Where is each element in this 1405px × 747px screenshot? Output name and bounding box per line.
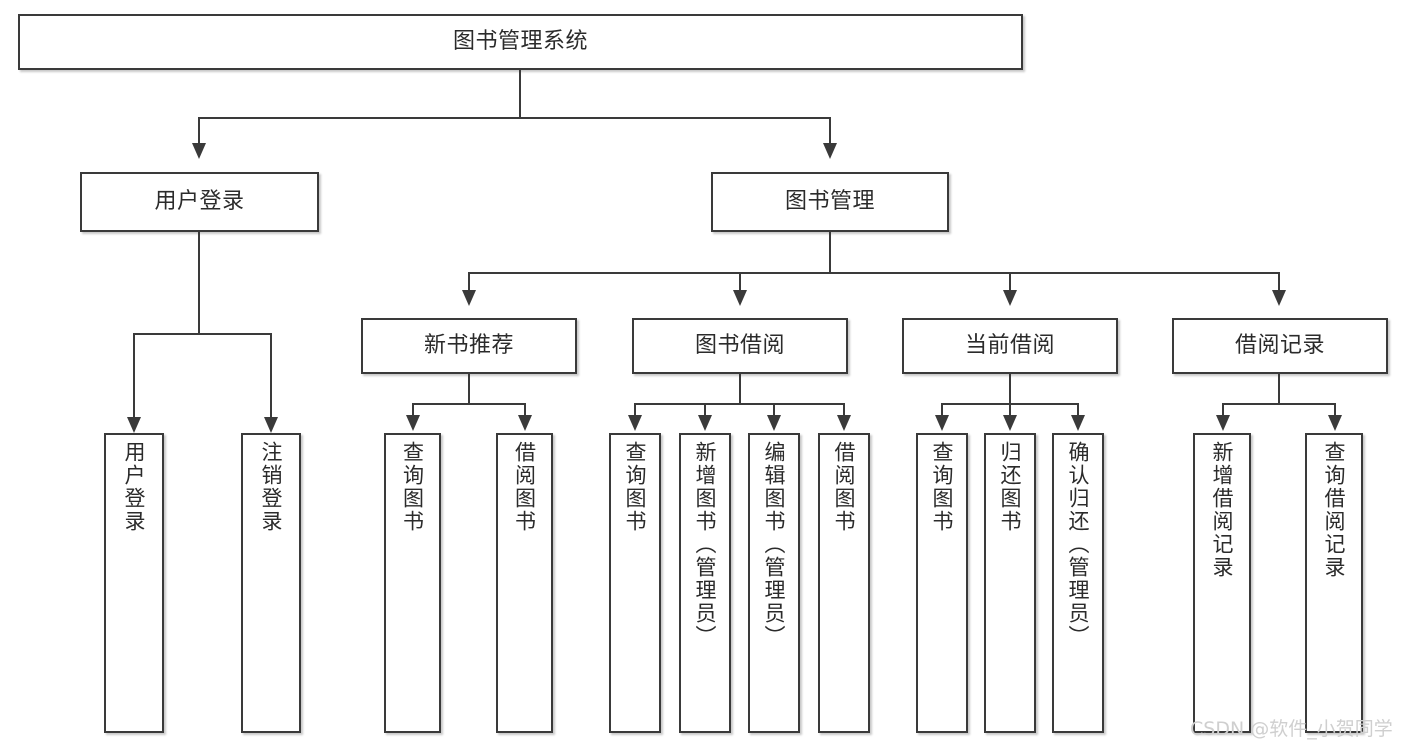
connector-book-management-bus [468, 272, 1279, 274]
leaf-add-book-label: 新增图书（管理员） [693, 441, 718, 648]
node-book-borrow[interactable]: 图书借阅 [632, 318, 848, 374]
node-book-management-label: 图书管理 [784, 189, 875, 215]
arrow-book-borrow-to-edit-book [767, 415, 781, 431]
node-root-book-management-system[interactable]: 图书管理系统 [18, 14, 1023, 70]
leaf-confirm-return[interactable]: 确认归还（管理员） [1052, 433, 1104, 733]
connector-user-login-drop-1 [133, 333, 135, 419]
leaf-edit-book-label: 编辑图书（管理员） [762, 441, 787, 648]
node-current-borrow-label: 当前借阅 [964, 333, 1055, 359]
leaf-borrow-book-borrow[interactable]: 借阅图书 [818, 433, 870, 733]
leaf-return-book[interactable]: 归还图书 [984, 433, 1036, 733]
arrow-book-management-to-book-borrow [733, 290, 747, 306]
connector-borrow-record-bus [1222, 403, 1336, 405]
connector-borrow-record-drop-2 [1334, 403, 1336, 417]
arrow-book-borrow-to-query-book [628, 415, 642, 431]
arrow-root-to-user-login [192, 143, 206, 159]
leaf-user-login[interactable]: 用户登录 [104, 433, 164, 733]
leaf-query-book-new-rec[interactable]: 查询图书 [384, 433, 441, 733]
arrow-book-management-to-new-book-rec [462, 290, 476, 306]
leaf-query-book-current-label: 查询图书 [930, 441, 955, 533]
connector-current-borrow-stem [1009, 374, 1011, 404]
connector-borrow-record-stem [1278, 374, 1280, 404]
connector-book-borrow-drop-2 [704, 403, 706, 417]
connector-book-management-drop-4 [1278, 272, 1280, 292]
arrow-borrow-record-to-query-record [1328, 415, 1342, 431]
connector-root-stem [519, 70, 521, 118]
connector-book-management-drop-3 [1009, 272, 1011, 292]
connector-current-borrow-drop-1 [941, 403, 943, 417]
arrow-user-login-to-leaf-logout [264, 417, 278, 433]
leaf-add-borrow-record[interactable]: 新增借阅记录 [1193, 433, 1251, 733]
connector-user-login-drop-2 [270, 333, 272, 419]
node-book-management[interactable]: 图书管理 [711, 172, 949, 232]
connector-current-borrow-drop-2 [1009, 403, 1011, 417]
leaf-borrow-book-new-rec-label: 借阅图书 [512, 441, 537, 533]
node-new-book-recommend[interactable]: 新书推荐 [361, 318, 577, 374]
arrow-book-borrow-to-add-book [698, 415, 712, 431]
node-current-borrow[interactable]: 当前借阅 [902, 318, 1118, 374]
connector-book-management-drop-1 [468, 272, 470, 292]
leaf-query-book-new-rec-label: 查询图书 [400, 441, 425, 533]
connector-new-book-rec-bus [412, 403, 526, 405]
connector-book-borrow-stem [739, 374, 741, 404]
connector-current-borrow-drop-3 [1077, 403, 1079, 417]
arrow-new-book-rec-to-borrow-book [518, 415, 532, 431]
leaf-add-borrow-record-label: 新增借阅记录 [1210, 441, 1235, 579]
arrow-current-borrow-to-return-book [1003, 415, 1017, 431]
connector-book-borrow-drop-4 [843, 403, 845, 417]
connector-book-borrow-drop-3 [773, 403, 775, 417]
connector-root-drop-user-login [198, 117, 200, 145]
connector-new-book-rec-drop-1 [412, 403, 414, 417]
leaf-confirm-return-label: 确认归还（管理员） [1066, 441, 1091, 648]
node-new-book-recommend-label: 新书推荐 [423, 333, 514, 359]
arrow-book-borrow-to-borrow-book [837, 415, 851, 431]
leaf-return-book-label: 归还图书 [998, 441, 1023, 533]
node-book-borrow-label: 图书借阅 [694, 333, 785, 359]
leaf-query-book-borrow[interactable]: 查询图书 [609, 433, 661, 733]
node-user-login-label: 用户登录 [154, 189, 245, 215]
connector-root-bus [199, 117, 831, 119]
leaf-borrow-book-borrow-label: 借阅图书 [832, 441, 857, 533]
node-user-login[interactable]: 用户登录 [80, 172, 319, 232]
arrow-current-borrow-to-query-book [935, 415, 949, 431]
arrow-new-book-rec-to-query-book [406, 415, 420, 431]
node-borrow-record-label: 借阅记录 [1234, 333, 1325, 359]
connector-new-book-rec-drop-2 [524, 403, 526, 417]
leaf-logout-label: 注销登录 [259, 441, 284, 533]
leaf-borrow-book-new-rec[interactable]: 借阅图书 [496, 433, 553, 733]
leaf-query-borrow-record[interactable]: 查询借阅记录 [1305, 433, 1363, 733]
leaf-logout[interactable]: 注销登录 [241, 433, 301, 733]
arrow-book-management-to-borrow-record [1272, 290, 1286, 306]
arrow-borrow-record-to-add-record [1216, 415, 1230, 431]
leaf-query-borrow-record-label: 查询借阅记录 [1322, 441, 1347, 579]
connector-root-drop-book-manage [829, 117, 831, 145]
connector-book-management-stem [829, 232, 831, 274]
connector-borrow-record-drop-1 [1222, 403, 1224, 417]
arrow-user-login-to-leaf-user-login [127, 417, 141, 433]
leaf-add-book[interactable]: 新增图书（管理员） [679, 433, 731, 733]
leaf-query-book-borrow-label: 查询图书 [623, 441, 648, 533]
connector-book-borrow-drop-1 [634, 403, 636, 417]
connector-user-login-bus [133, 333, 272, 335]
leaf-query-book-current[interactable]: 查询图书 [916, 433, 968, 733]
leaf-user-login-label: 用户登录 [122, 441, 147, 533]
node-root-label: 图书管理系统 [452, 29, 588, 55]
arrow-root-to-book-manage [823, 143, 837, 159]
arrow-current-borrow-to-confirm-return [1071, 415, 1085, 431]
connector-user-login-stem [198, 232, 200, 334]
connector-new-book-rec-stem [468, 374, 470, 404]
arrow-book-management-to-current-borrow [1003, 290, 1017, 306]
node-borrow-record[interactable]: 借阅记录 [1172, 318, 1388, 374]
leaf-edit-book[interactable]: 编辑图书（管理员） [748, 433, 800, 733]
connector-book-borrow-bus [634, 403, 845, 405]
connector-book-management-drop-2 [739, 272, 741, 292]
